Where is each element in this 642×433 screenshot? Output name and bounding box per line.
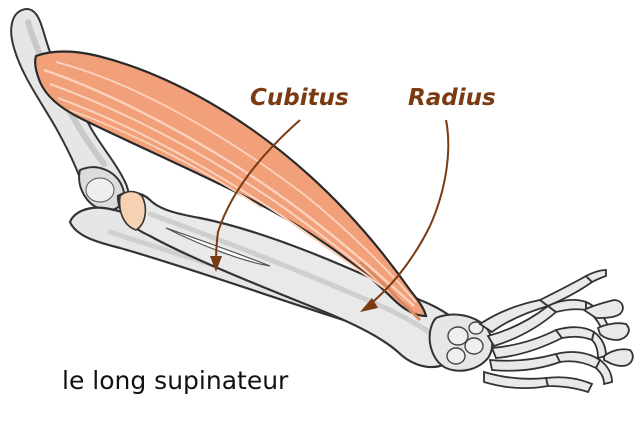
brachioradialis-muscle bbox=[34, 50, 428, 322]
hand-bones bbox=[478, 269, 634, 394]
muscle-caption: le long supinateur bbox=[62, 366, 289, 395]
radius-arrowhead bbox=[360, 298, 378, 312]
cubitus-leader-line bbox=[210, 119, 301, 272]
carpal-bones bbox=[428, 313, 494, 372]
radius-label: Radius bbox=[408, 85, 496, 111]
radius-leader-line bbox=[360, 119, 450, 312]
cubitus-label: Cubitus bbox=[250, 85, 349, 111]
cubitus-arrowhead bbox=[210, 256, 222, 272]
